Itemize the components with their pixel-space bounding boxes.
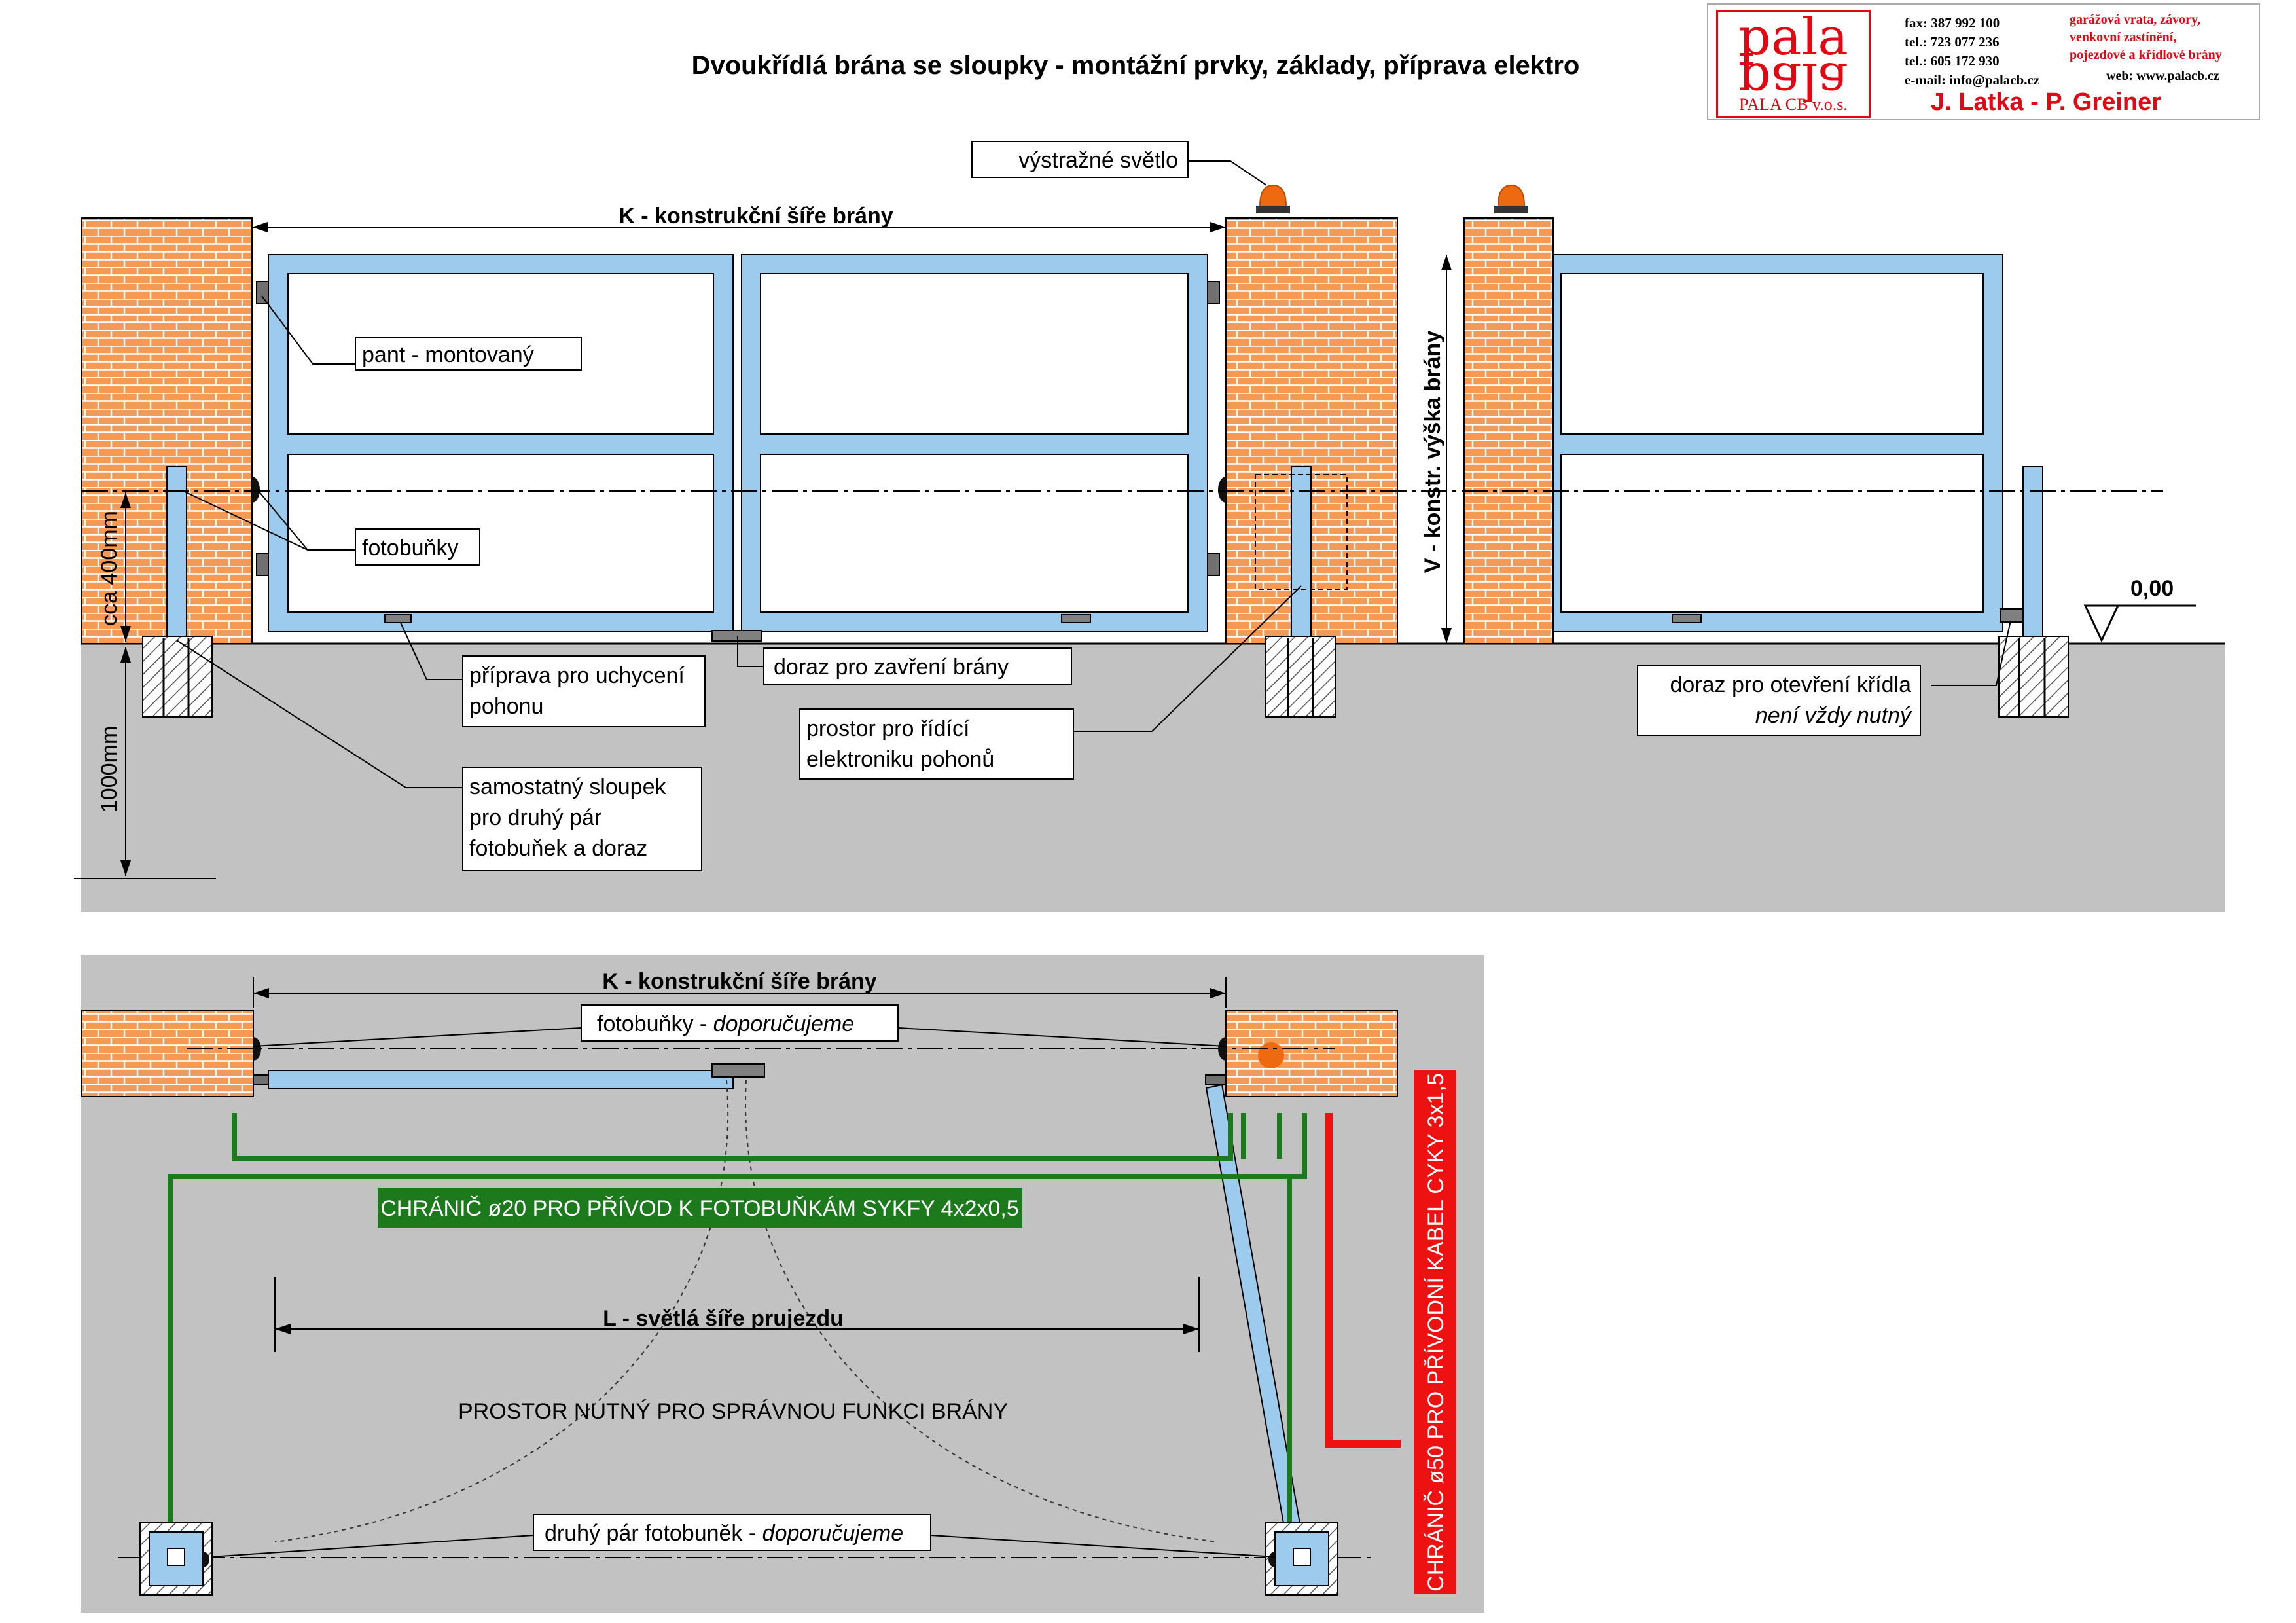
gate-leaf-adjacent (1552, 254, 2003, 632)
svg-text:doraz pro otevření křídla: doraz pro otevření křídla (1670, 672, 1911, 697)
photocell-icons (252, 477, 1226, 503)
conduit-green (168, 1113, 1307, 1530)
svg-text:samostatný sloupek: samostatný sloupek (469, 775, 666, 799)
conduit-red (1325, 1113, 1401, 1448)
plan-warning-light-icon (1258, 1042, 1284, 1068)
conduit-green-label: CHRÁNIČ ø20 PRO PŘÍVOD K FOTOBUŇKÁM SYKF… (378, 1188, 1022, 1228)
logo-company: PALA CB v.o.s. (1739, 95, 1848, 114)
contact-tel-1: tel.: 723 077 236 (1905, 34, 2000, 50)
contact-web: web: www.palacb.cz (2106, 69, 2219, 83)
svg-text:příprava pro uchycení: příprava pro uchycení (469, 663, 685, 688)
authors: J. Latka - P. Greiner (1931, 88, 2162, 116)
separate-post-left (142, 466, 213, 718)
svg-text:pro druhý pár: pro druhý pár (469, 805, 601, 830)
level-value: 0,00 (2130, 576, 2174, 601)
contact-list: fax: 387 992 100 tel.: 723 077 236 tel.:… (1905, 14, 2039, 90)
company-logo-block: pala pala PALA CB v.o.s. fax: 387 992 10… (1707, 3, 2260, 120)
plan-dim-width: K - konstrukční šíře brány (602, 969, 877, 994)
callout-motor-mount: příprava pro uchycení pohonu (462, 655, 706, 727)
callout-hinge: pant - montovaný (355, 337, 582, 371)
plan-swing-space: PROSTOR NUTNÝ PRO SPRÁVNOU FUNKCI BRÁNY (458, 1399, 1008, 1424)
warning-light-icon (1256, 184, 1290, 213)
elevation-view: K - konstrukční šíře brány V - konstr. v… (74, 141, 2225, 912)
warning-light-icon-right (1494, 184, 1528, 213)
control-space-outline (1255, 474, 1348, 590)
svg-text:elektroniku pohonů: elektroniku pohonů (806, 747, 994, 772)
gate-leaf-right (741, 254, 1208, 632)
callout-close-stop: doraz pro zavření brány (763, 647, 1072, 685)
plan-left-pillar (81, 1010, 254, 1097)
logo-brand: pala (1738, 8, 1848, 67)
plan-second-pair-label: druhý pár fotobuněk - doporučujeme (533, 1514, 931, 1551)
level-mark: 0,00 (2083, 576, 2196, 643)
plan-photocell-icons (253, 1037, 1226, 1061)
svg-text:fotobuňek a doraz: fotobuňek a doraz (469, 836, 647, 861)
dim-foundation-depth: 1000mm (97, 726, 122, 812)
plan-post-right (1265, 1522, 1338, 1596)
service-2: venkovní zastínění, (2070, 30, 2177, 45)
dim-height: V - konstr. výška brány (1420, 331, 1445, 573)
separate-post-center (1265, 466, 1336, 718)
plan-swing-arc-left (274, 1080, 729, 1542)
svg-text:pant - montovaný: pant - montovaný (362, 342, 534, 367)
callout-separate-post: samostatný sloupek pro druhý pár fotobuň… (462, 767, 702, 871)
service-3: pojezdové a křídlové brány (2070, 48, 2222, 62)
svg-text:prostor pro řídící: prostor pro řídící (806, 716, 970, 741)
leader-lines (176, 160, 2011, 788)
plan-leaf-closed (268, 1070, 734, 1089)
callout-photocells: fotobuňky (355, 528, 480, 566)
contact-email: e-mail: info@palacb.cz (1905, 72, 2040, 88)
svg-text:pohonu: pohonu (469, 694, 543, 719)
plan-clear-width: L - světlá šíře prujezdu (603, 1306, 844, 1331)
svg-text:není vždy nutný: není vždy nutný (1755, 703, 1912, 728)
right-pillar (1463, 217, 1554, 644)
dim-width-top: K - konstrukční šíře brány (619, 204, 893, 228)
contact-tel-2: tel.: 605 172 930 (1905, 53, 2000, 69)
conduit-red-label: CHRÁNIČ ø50 PRO PŘÍVODNÍ KABEL CYKY 3x1,… (1414, 1070, 1456, 1594)
plan-right-pillar (1225, 1010, 1398, 1097)
dim-photocell-height: cca 400mm (97, 511, 122, 626)
gate-leaf-left (268, 254, 734, 632)
plan-close-stop (711, 1063, 765, 1078)
hinge-icons (256, 281, 1220, 576)
callout-control-space: prostor pro řídící elektroniku pohonů (799, 708, 1074, 780)
svg-text:druhý pár fotobuněk - doporuču: druhý pár fotobuněk - doporučujeme (545, 1521, 903, 1546)
svg-text:CHRÁNIČ ø20 PRO PŘÍVOD K FOTOB: CHRÁNIČ ø20 PRO PŘÍVOD K FOTOBUŇKÁM SYKF… (380, 1196, 1019, 1221)
page-title: Dvoukřídlá brána se sloupky - montážní p… (691, 51, 1580, 80)
callout-open-stop: doraz pro otevření křídla není vždy nutn… (1637, 665, 1921, 736)
separate-post-right (1998, 466, 2069, 718)
plan-photocells-label: fotobuňky - doporučujeme (581, 1004, 899, 1042)
contact-fax: fax: 387 992 100 (1905, 15, 2000, 31)
plan-post-left (139, 1522, 213, 1596)
mount-plates (384, 608, 2024, 642)
svg-text:fotobuňky - doporučujeme: fotobuňky - doporučujeme (597, 1012, 854, 1036)
svg-text:CHRÁNIČ ø50 PRO PŘÍVODNÍ KABEL: CHRÁNIČ ø50 PRO PŘÍVODNÍ KABEL CYKY 3x1,… (1424, 1073, 1448, 1592)
svg-text:fotobuňky: fotobuňky (362, 536, 458, 560)
services-list: garážová vrata, závory, venkovní zastíně… (2070, 11, 2222, 64)
pala-logo: pala pala PALA CB v.o.s. (1716, 10, 1871, 118)
svg-text:doraz pro zavření brány: doraz pro zavření brány (774, 655, 1009, 680)
callout-warning-light: výstražné světlo (971, 141, 1189, 178)
service-1: garážová vrata, závory, (2070, 12, 2200, 27)
svg-text:výstražné světlo: výstražné světlo (1018, 148, 1178, 173)
plan-view: K - konstrukční šíře brány fotobuňky - d… (81, 955, 1484, 1613)
